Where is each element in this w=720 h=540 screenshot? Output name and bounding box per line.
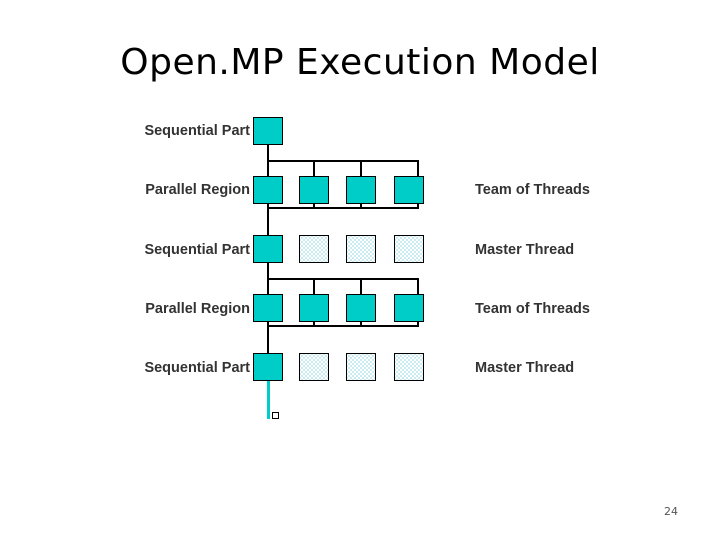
thread-box-seq2-idle-3 bbox=[346, 235, 376, 263]
spine-segment-5 bbox=[267, 374, 270, 419]
page-number: 24 bbox=[664, 505, 678, 518]
label-team-of-threads-1: Team of Threads bbox=[475, 182, 590, 198]
fork-branch-1-thread-2 bbox=[313, 160, 315, 182]
page-title: Open.MP Execution Model bbox=[120, 42, 600, 83]
fork-branch-1-thread-4 bbox=[417, 160, 419, 182]
label-parallel-region-1: Parallel Region bbox=[145, 182, 250, 198]
thread-box-seq3-idle-2 bbox=[299, 353, 329, 381]
thread-box-par1-t2 bbox=[299, 176, 329, 204]
fork-bar-region-2 bbox=[267, 278, 419, 280]
spine-segment-1 bbox=[267, 133, 269, 182]
label-master-thread-1: Master Thread bbox=[475, 242, 575, 258]
thread-box-par2-t3 bbox=[346, 294, 376, 322]
fork-branch-1-thread-3 bbox=[360, 160, 362, 182]
label-sequential-part-1: Sequential Part bbox=[144, 123, 250, 139]
fork-bar-region-1 bbox=[267, 160, 419, 162]
thread-box-par1-t4 bbox=[394, 176, 424, 204]
fork-branch-2-thread-4 bbox=[417, 278, 419, 301]
spine-segment-2 bbox=[267, 196, 269, 243]
thread-box-par1-t3 bbox=[346, 176, 376, 204]
label-master-thread-2: Master Thread bbox=[475, 360, 575, 376]
thread-box-seq3-master bbox=[253, 353, 283, 381]
thread-box-par2-t4 bbox=[394, 294, 424, 322]
thread-box-seq2-idle-4 bbox=[394, 235, 424, 263]
label-parallel-region-2: Parallel Region bbox=[145, 301, 250, 317]
join-bar-region-2 bbox=[267, 325, 419, 327]
label-sequential-part-2: Sequential Part bbox=[144, 242, 250, 258]
thread-box-par2-t1 bbox=[253, 294, 283, 322]
label-team-of-threads-2: Team of Threads bbox=[475, 301, 590, 317]
thread-box-par1-t1 bbox=[253, 176, 283, 204]
thread-box-seq2-idle-2 bbox=[299, 235, 329, 263]
label-sequential-part-3: Sequential Part bbox=[144, 360, 250, 376]
spine-end-marker bbox=[272, 412, 279, 419]
fork-branch-2-thread-2 bbox=[313, 278, 315, 301]
thread-box-par2-t2 bbox=[299, 294, 329, 322]
spine-segment-4 bbox=[267, 315, 269, 361]
thread-box-seq3-idle-3 bbox=[346, 353, 376, 381]
join-bar-region-1 bbox=[267, 207, 419, 209]
fork-branch-2-thread-3 bbox=[360, 278, 362, 301]
thread-box-seq2-master bbox=[253, 235, 283, 263]
thread-box-seq3-idle-4 bbox=[394, 353, 424, 381]
thread-box-seq1-master bbox=[253, 117, 283, 145]
